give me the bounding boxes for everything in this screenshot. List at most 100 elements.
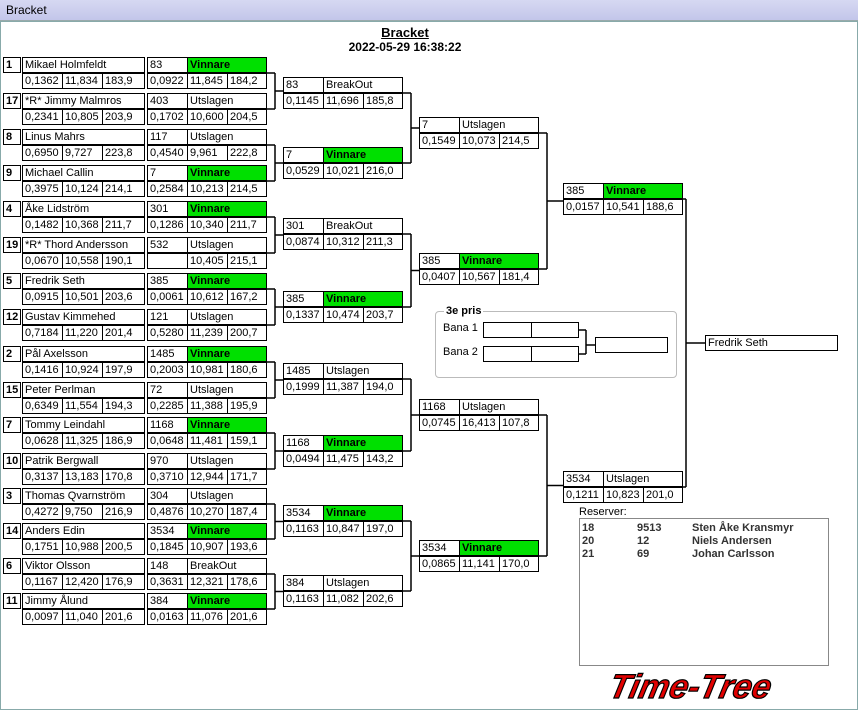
reaction-time: 0,3631 (147, 574, 188, 590)
elapsed-time: 10,073 (459, 133, 500, 149)
car-number: 1485 (147, 346, 188, 362)
result-label: Utslagen (323, 363, 403, 379)
car-number: 385 (283, 291, 324, 307)
car-number: 117 (147, 129, 188, 145)
result-label: Vinnare (323, 435, 403, 451)
seed-speed: 194,3 (102, 398, 145, 414)
final-winner[interactable]: Fredrik Seth (705, 335, 838, 351)
result-label: Vinnare (603, 183, 683, 199)
reaction-time: 0,1286 (147, 217, 188, 233)
speed: 193,6 (227, 539, 267, 555)
seed-reaction: 0,7184 (22, 325, 63, 341)
seed-reaction: 0,3137 (22, 469, 63, 485)
result-label: Vinnare (187, 593, 267, 609)
seed-number: 9 (3, 165, 21, 181)
elapsed-time: 10,474 (323, 307, 364, 323)
seed-number: 1 (3, 57, 21, 73)
seed-reaction: 0,1751 (22, 539, 63, 555)
seed-speed: 223,8 (102, 145, 145, 161)
third-place-winner[interactable] (595, 337, 668, 353)
reaction-time: 0,0494 (283, 451, 324, 467)
seed-time: 11,040 (62, 609, 103, 625)
racer-name: Viktor Olsson (22, 558, 145, 574)
seed-number: 17 (3, 93, 21, 109)
result-label: Vinnare (187, 165, 267, 181)
result-label: Vinnare (459, 253, 539, 269)
speed: 202,6 (363, 591, 403, 607)
seed-speed: 190,1 (102, 253, 145, 269)
seed-reaction: 0,0670 (22, 253, 63, 269)
reaction-time: 0,1163 (283, 591, 324, 607)
reaction-time: 0,4540 (147, 145, 188, 161)
car-number: 72 (147, 382, 188, 398)
reaction-time: 0,0163 (147, 609, 188, 625)
reaction-time: 0,2584 (147, 181, 188, 197)
seed-number: 6 (3, 558, 21, 574)
seed-speed: 201,6 (102, 609, 145, 625)
elapsed-time: 10,567 (459, 269, 500, 285)
reaction-time: 0,0865 (419, 556, 460, 572)
racer-name: Peter Perlman (22, 382, 145, 398)
result-label: Utslagen (187, 129, 267, 145)
seed-speed: 216,9 (102, 504, 145, 520)
result-label: Vinnare (323, 505, 403, 521)
car-number: 3534 (147, 523, 188, 539)
speed: 201,0 (643, 487, 683, 503)
seed-reaction: 0,1362 (22, 73, 63, 89)
reaction-time: 0,0407 (419, 269, 460, 285)
reaction-time: 0,1163 (283, 521, 324, 537)
car-number: 1485 (283, 363, 324, 379)
lane1-field-a[interactable] (483, 322, 532, 338)
page-title: Bracket (381, 25, 429, 40)
lane1-field-b[interactable] (531, 322, 579, 338)
elapsed-time: 9,961 (187, 145, 228, 161)
elapsed-time: 10,405 (187, 253, 228, 269)
seed-speed: 176,9 (102, 574, 145, 590)
reaction-time: 0,1211 (563, 487, 604, 503)
result-label: Utslagen (187, 309, 267, 325)
seed-reaction: 0,1482 (22, 217, 63, 233)
result-label: BreakOut (323, 218, 403, 234)
seed-number: 12 (3, 309, 21, 325)
speed: 201,6 (227, 609, 267, 625)
seed-number: 4 (3, 201, 21, 217)
seed-time: 12,420 (62, 574, 103, 590)
reaction-time: 0,4876 (147, 504, 188, 520)
elapsed-time: 10,981 (187, 362, 228, 378)
reaction-time: 0,0648 (147, 433, 188, 449)
seed-number: 10 (3, 453, 21, 469)
seed-time: 13,183 (62, 469, 103, 485)
lane2-field-b[interactable] (531, 346, 579, 362)
lane2-field-a[interactable] (483, 346, 532, 362)
elapsed-time: 10,847 (323, 521, 364, 537)
reaction-time: 0,2003 (147, 362, 188, 378)
speed: 159,1 (227, 433, 267, 449)
seed-number: 8 (3, 129, 21, 145)
seed-reaction: 0,4272 (22, 504, 63, 520)
seed-number: 2 (3, 346, 21, 362)
seed-time: 11,220 (62, 325, 103, 341)
speed: 187,4 (227, 504, 267, 520)
window-title: Bracket (6, 3, 47, 17)
seed-speed: 170,8 (102, 469, 145, 485)
speed: 195,9 (227, 398, 267, 414)
result-label: Utslagen (187, 93, 267, 109)
elapsed-time: 11,481 (187, 433, 228, 449)
seed-number: 11 (3, 593, 21, 609)
reserve-name: Johan Carlsson (692, 548, 775, 560)
elapsed-time: 11,141 (459, 556, 500, 572)
seed-time: 10,124 (62, 181, 103, 197)
reaction-time: 0,0874 (283, 234, 324, 250)
racer-name: Pål Axelsson (22, 346, 145, 362)
seed-number: 14 (3, 523, 21, 539)
car-number: 7 (419, 117, 460, 133)
seed-speed: 200,5 (102, 539, 145, 555)
elapsed-time: 10,600 (187, 109, 228, 125)
reserves-list[interactable] (579, 518, 829, 666)
seed-number: 15 (3, 382, 21, 398)
seed-speed: 214,1 (102, 181, 145, 197)
speed: 181,4 (499, 269, 539, 285)
result-label: Utslagen (459, 399, 539, 415)
elapsed-time: 10,340 (187, 217, 228, 233)
